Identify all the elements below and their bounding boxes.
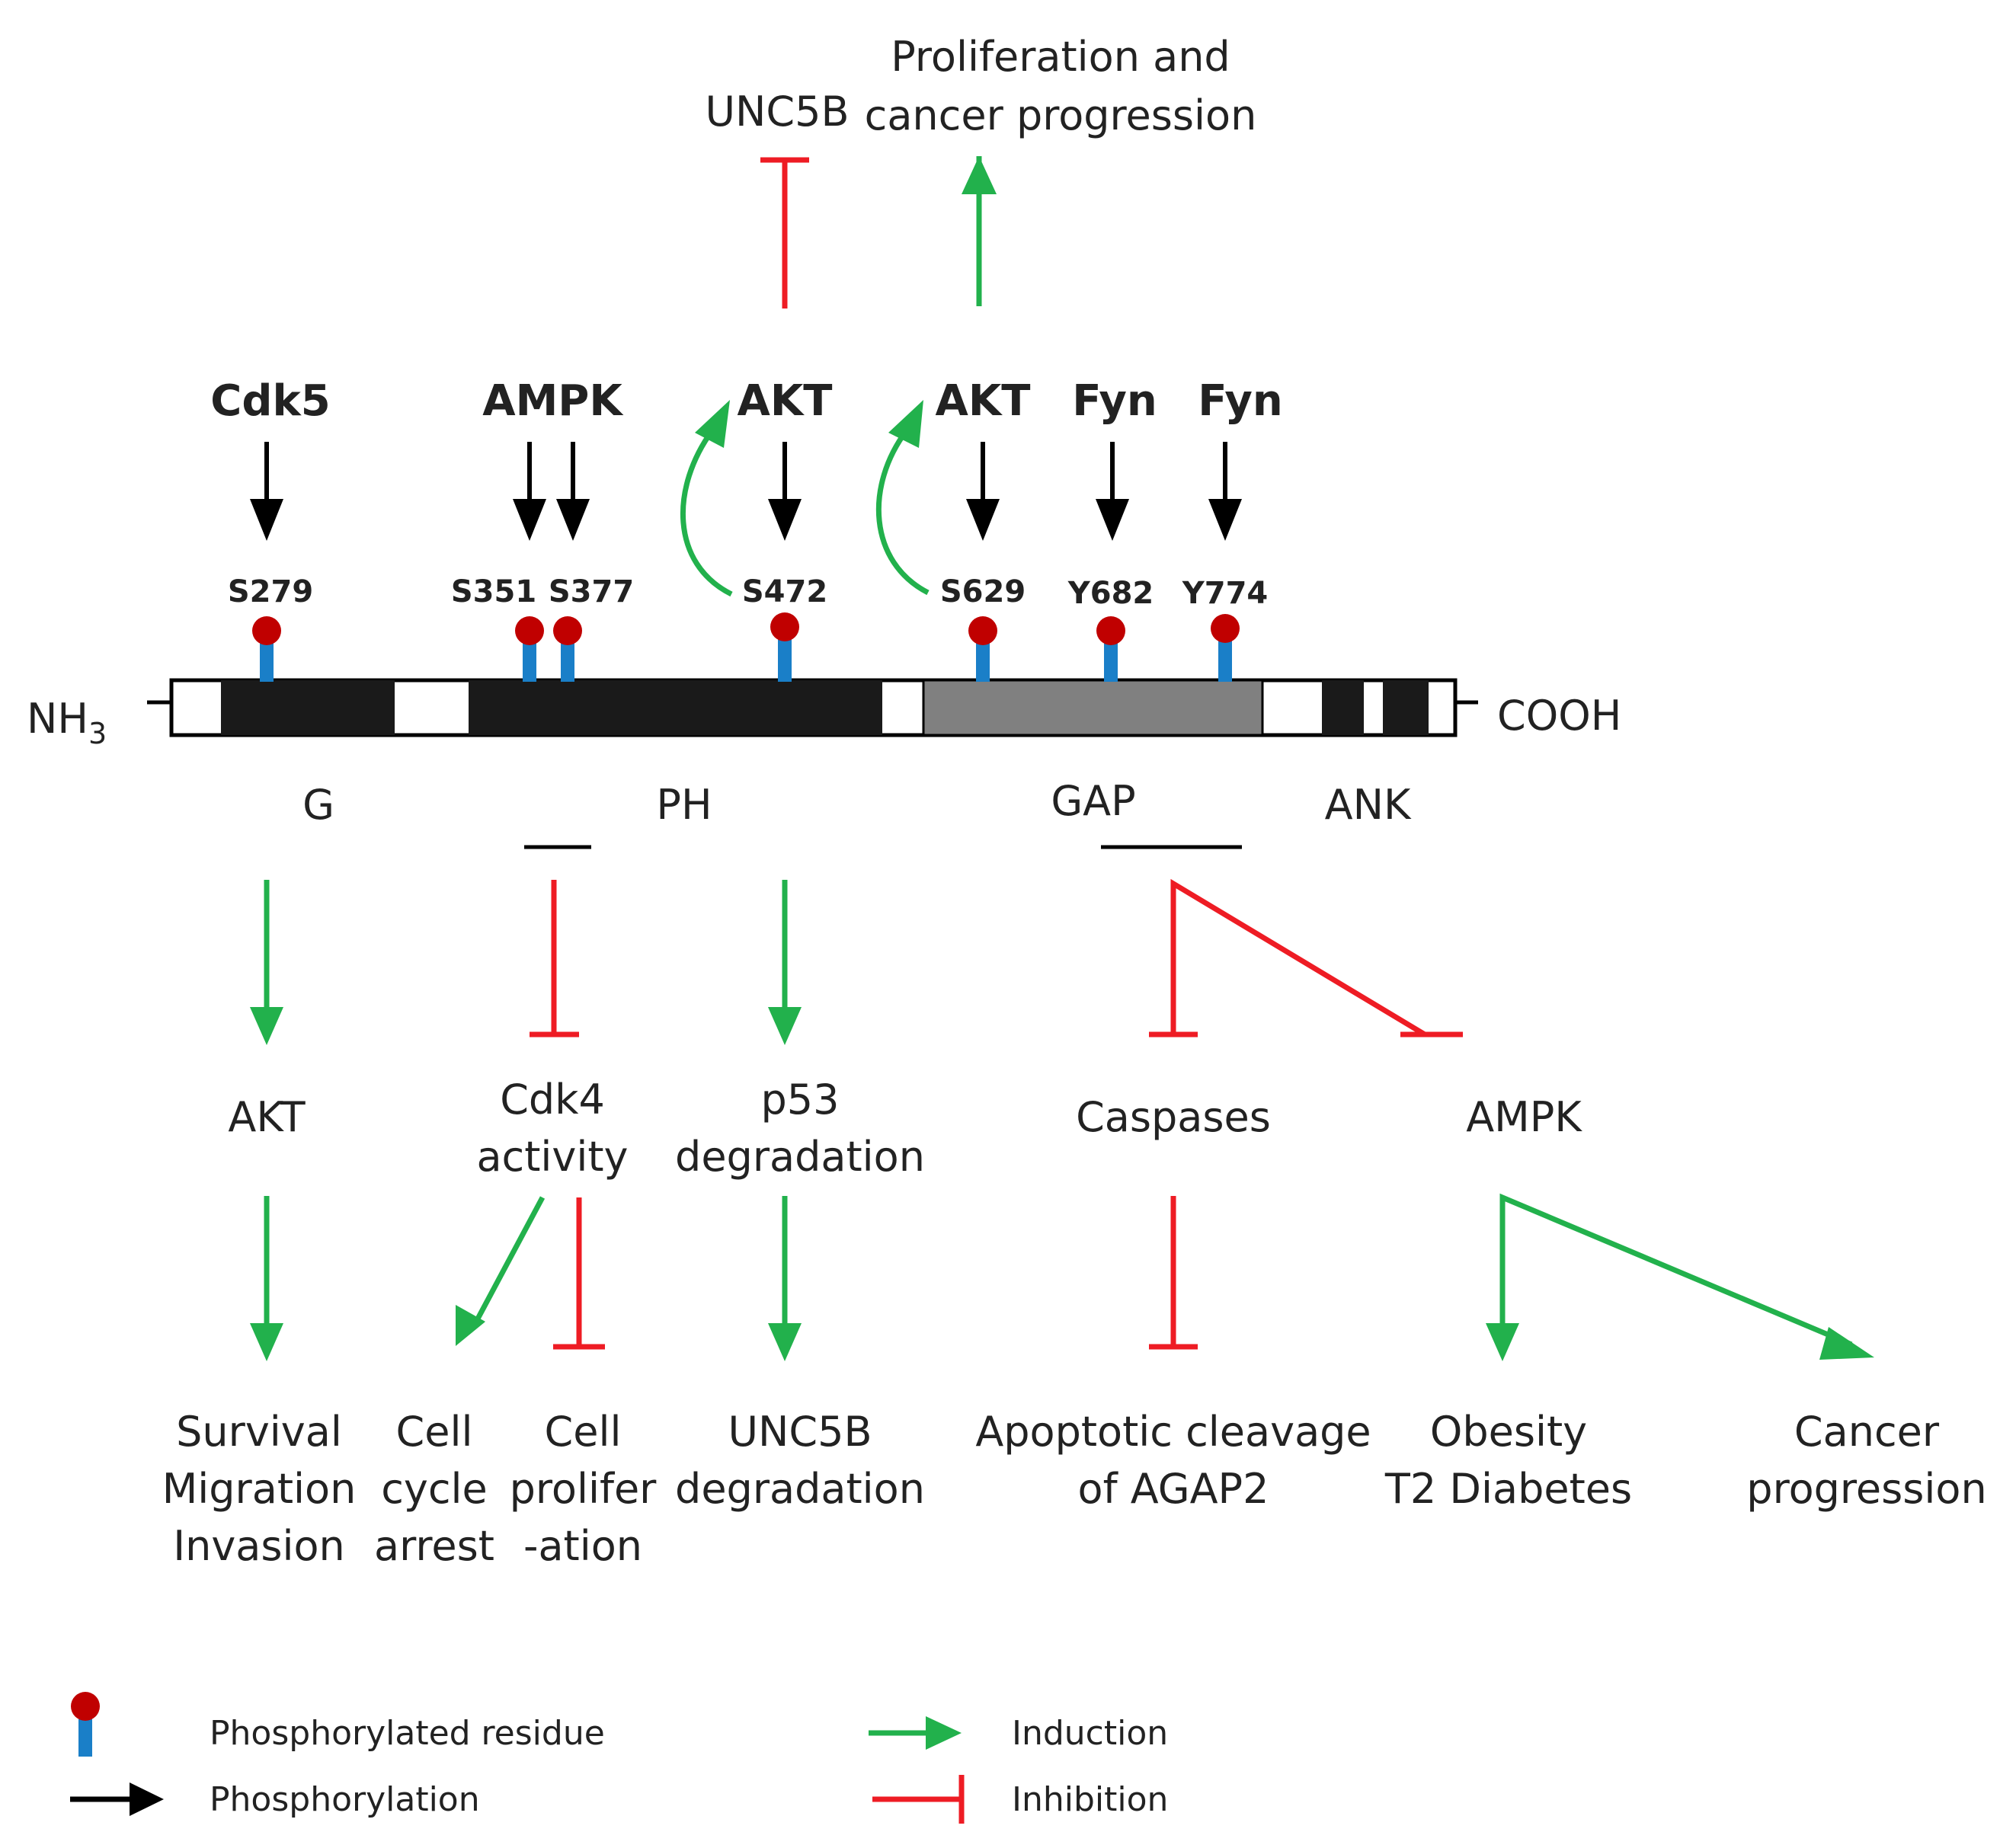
kinase-ampk: AMPK	[482, 376, 624, 426]
domain-block-g	[221, 680, 395, 735]
phosphorylation-arrow	[966, 442, 1000, 541]
c-terminus-label: COOH	[1497, 692, 1621, 740]
inhibition-caspases-to-apoptotic-cleavage	[1149, 1196, 1198, 1350]
residue-s351: S351	[451, 574, 536, 609]
target-cdk4-line1: Cdk4	[500, 1076, 605, 1124]
phosphorylation-arrow	[768, 442, 802, 541]
induction-arrow-ampk-to-obesity-and-cancer	[1486, 1193, 1874, 1361]
kinase-akt-1: AKT	[738, 376, 833, 426]
outcome-obesity-line1: Obesity	[1430, 1408, 1587, 1456]
phosphorylated-residue-s279	[252, 616, 281, 682]
kinase-akt-2: AKT	[936, 376, 1031, 426]
phosphorylation-arrow	[250, 442, 283, 541]
inhibition-gap-to-caspases-and-ampk	[1149, 878, 1463, 1038]
legend: Phosphorylated residue Phosphorylation I…	[70, 1692, 1168, 1824]
feedback-arrow-s472-to-akt-head	[695, 400, 730, 448]
legend-inhibition: Inhibition	[1012, 1780, 1168, 1819]
outcome-cancer-line2: progression	[1746, 1465, 1986, 1513]
residue-s629: S629	[940, 574, 1026, 609]
feedback-arrow-s472-to-akt	[680, 428, 733, 597]
target-caspases: Caspases	[1076, 1093, 1271, 1141]
induction-arrow-g-to-akt	[250, 880, 283, 1045]
target-p53-line1: p53	[761, 1076, 840, 1124]
outcome-cell-cycle-line1: Cell	[396, 1408, 473, 1456]
legend-induction: Induction	[1012, 1714, 1168, 1753]
legend-phosphorylation-arrow-icon	[70, 1782, 164, 1816]
phosphorylation-arrow	[1208, 442, 1242, 541]
residue-s279: S279	[228, 574, 313, 609]
induction-arrow-p53-to-unc5b-degradation	[768, 1196, 802, 1361]
domain-block-gap	[922, 679, 1264, 737]
domain-block-ph	[469, 680, 882, 735]
outcome-apoptotic-line1: Apoptotic cleavage	[975, 1408, 1371, 1456]
target-cdk4-line2: activity	[476, 1133, 628, 1181]
outcome-cancer-line1: Cancer	[1794, 1408, 1940, 1456]
target-akt: AKT	[228, 1093, 306, 1141]
legend-inhibition-icon	[872, 1775, 965, 1824]
outcome-survival-line1: Survival	[176, 1408, 342, 1456]
induction-arrow-akt-to-survival	[250, 1196, 283, 1361]
top-proliferation-line2: cancer progression	[865, 91, 1257, 139]
domain-label-g: G	[302, 781, 334, 829]
outcome-cell-prolif-line3: -ation	[523, 1522, 642, 1570]
kinase-fyn-2: Fyn	[1198, 376, 1283, 426]
legend-phosphorylated-residue: Phosphorylated residue	[210, 1714, 605, 1753]
residue-s472: S472	[742, 574, 827, 609]
outcome-survival-line3: Invasion	[173, 1522, 345, 1570]
top-unc5b-label: UNC5B	[705, 88, 849, 136]
phosphorylated-residue-s351	[515, 616, 544, 682]
target-ampk: AMPK	[1466, 1093, 1582, 1141]
legend-residue-icon	[71, 1692, 100, 1757]
domain-label-ph: PH	[656, 781, 712, 829]
domain-block-ank-1	[1322, 680, 1364, 735]
outcome-survival-line2: Migration	[162, 1465, 357, 1513]
phosphorylated-residue-s377	[553, 616, 582, 682]
phosphorylation-arrow	[513, 442, 546, 541]
outcome-cell-prolif-line2: prolifer	[510, 1465, 658, 1513]
outcome-unc5b-degradation-line1: UNC5B	[728, 1408, 872, 1456]
outcome-obesity-line2: T2 Diabetes	[1384, 1465, 1632, 1513]
residue-y774: Y774	[1182, 576, 1268, 611]
phosphorylated-residue-s472	[770, 612, 799, 682]
inhibition-ph-to-cdk4	[530, 880, 579, 1038]
feedback-arrow-s629-to-akt-head	[888, 400, 923, 448]
phosphorylated-residue-y682	[1096, 616, 1125, 682]
residue-s377: S377	[549, 574, 634, 609]
domain-label-ank: ANK	[1325, 781, 1412, 829]
outcome-unc5b-degradation-line2: degradation	[675, 1465, 925, 1513]
legend-phosphorylation: Phosphorylation	[210, 1780, 480, 1819]
kinase-cdk5: Cdk5	[210, 376, 330, 426]
phosphorylation-arrow	[1096, 442, 1129, 541]
induction-arrow-ph-to-p53	[768, 880, 802, 1045]
domain-block-ank-2	[1383, 680, 1429, 735]
feedback-arrow-s629-to-akt	[875, 428, 930, 596]
residue-y682: Y682	[1067, 576, 1154, 611]
inhibition-cdk4-to-cell-proliferation	[553, 1197, 605, 1350]
induction-arrow-cdk4-to-cell-cycle-arrest	[456, 1196, 546, 1346]
domain-label-gap: GAP	[1051, 777, 1135, 825]
phosphorylated-residue-s629	[968, 616, 997, 682]
outcome-cell-prolif-line1: Cell	[545, 1408, 622, 1456]
inhibition-to-unc5b	[760, 157, 809, 309]
target-p53-line2: degradation	[675, 1133, 925, 1181]
outcome-apoptotic-line2: of AGAP2	[1078, 1465, 1269, 1513]
legend-induction-arrow-icon	[869, 1716, 962, 1750]
phosphorylated-residue-y774	[1211, 614, 1240, 682]
phosphorylation-arrow	[556, 442, 590, 541]
outcome-cell-cycle-line2: cycle	[381, 1465, 488, 1513]
top-proliferation-line1: Proliferation and	[891, 33, 1230, 81]
outcome-cell-cycle-line3: arrest	[374, 1522, 494, 1570]
agap2-protein-bar	[147, 678, 1478, 737]
n-terminus-label: NH3	[27, 695, 107, 750]
kinase-fyn-1: Fyn	[1072, 376, 1157, 426]
induction-to-proliferation-head	[962, 156, 997, 194]
